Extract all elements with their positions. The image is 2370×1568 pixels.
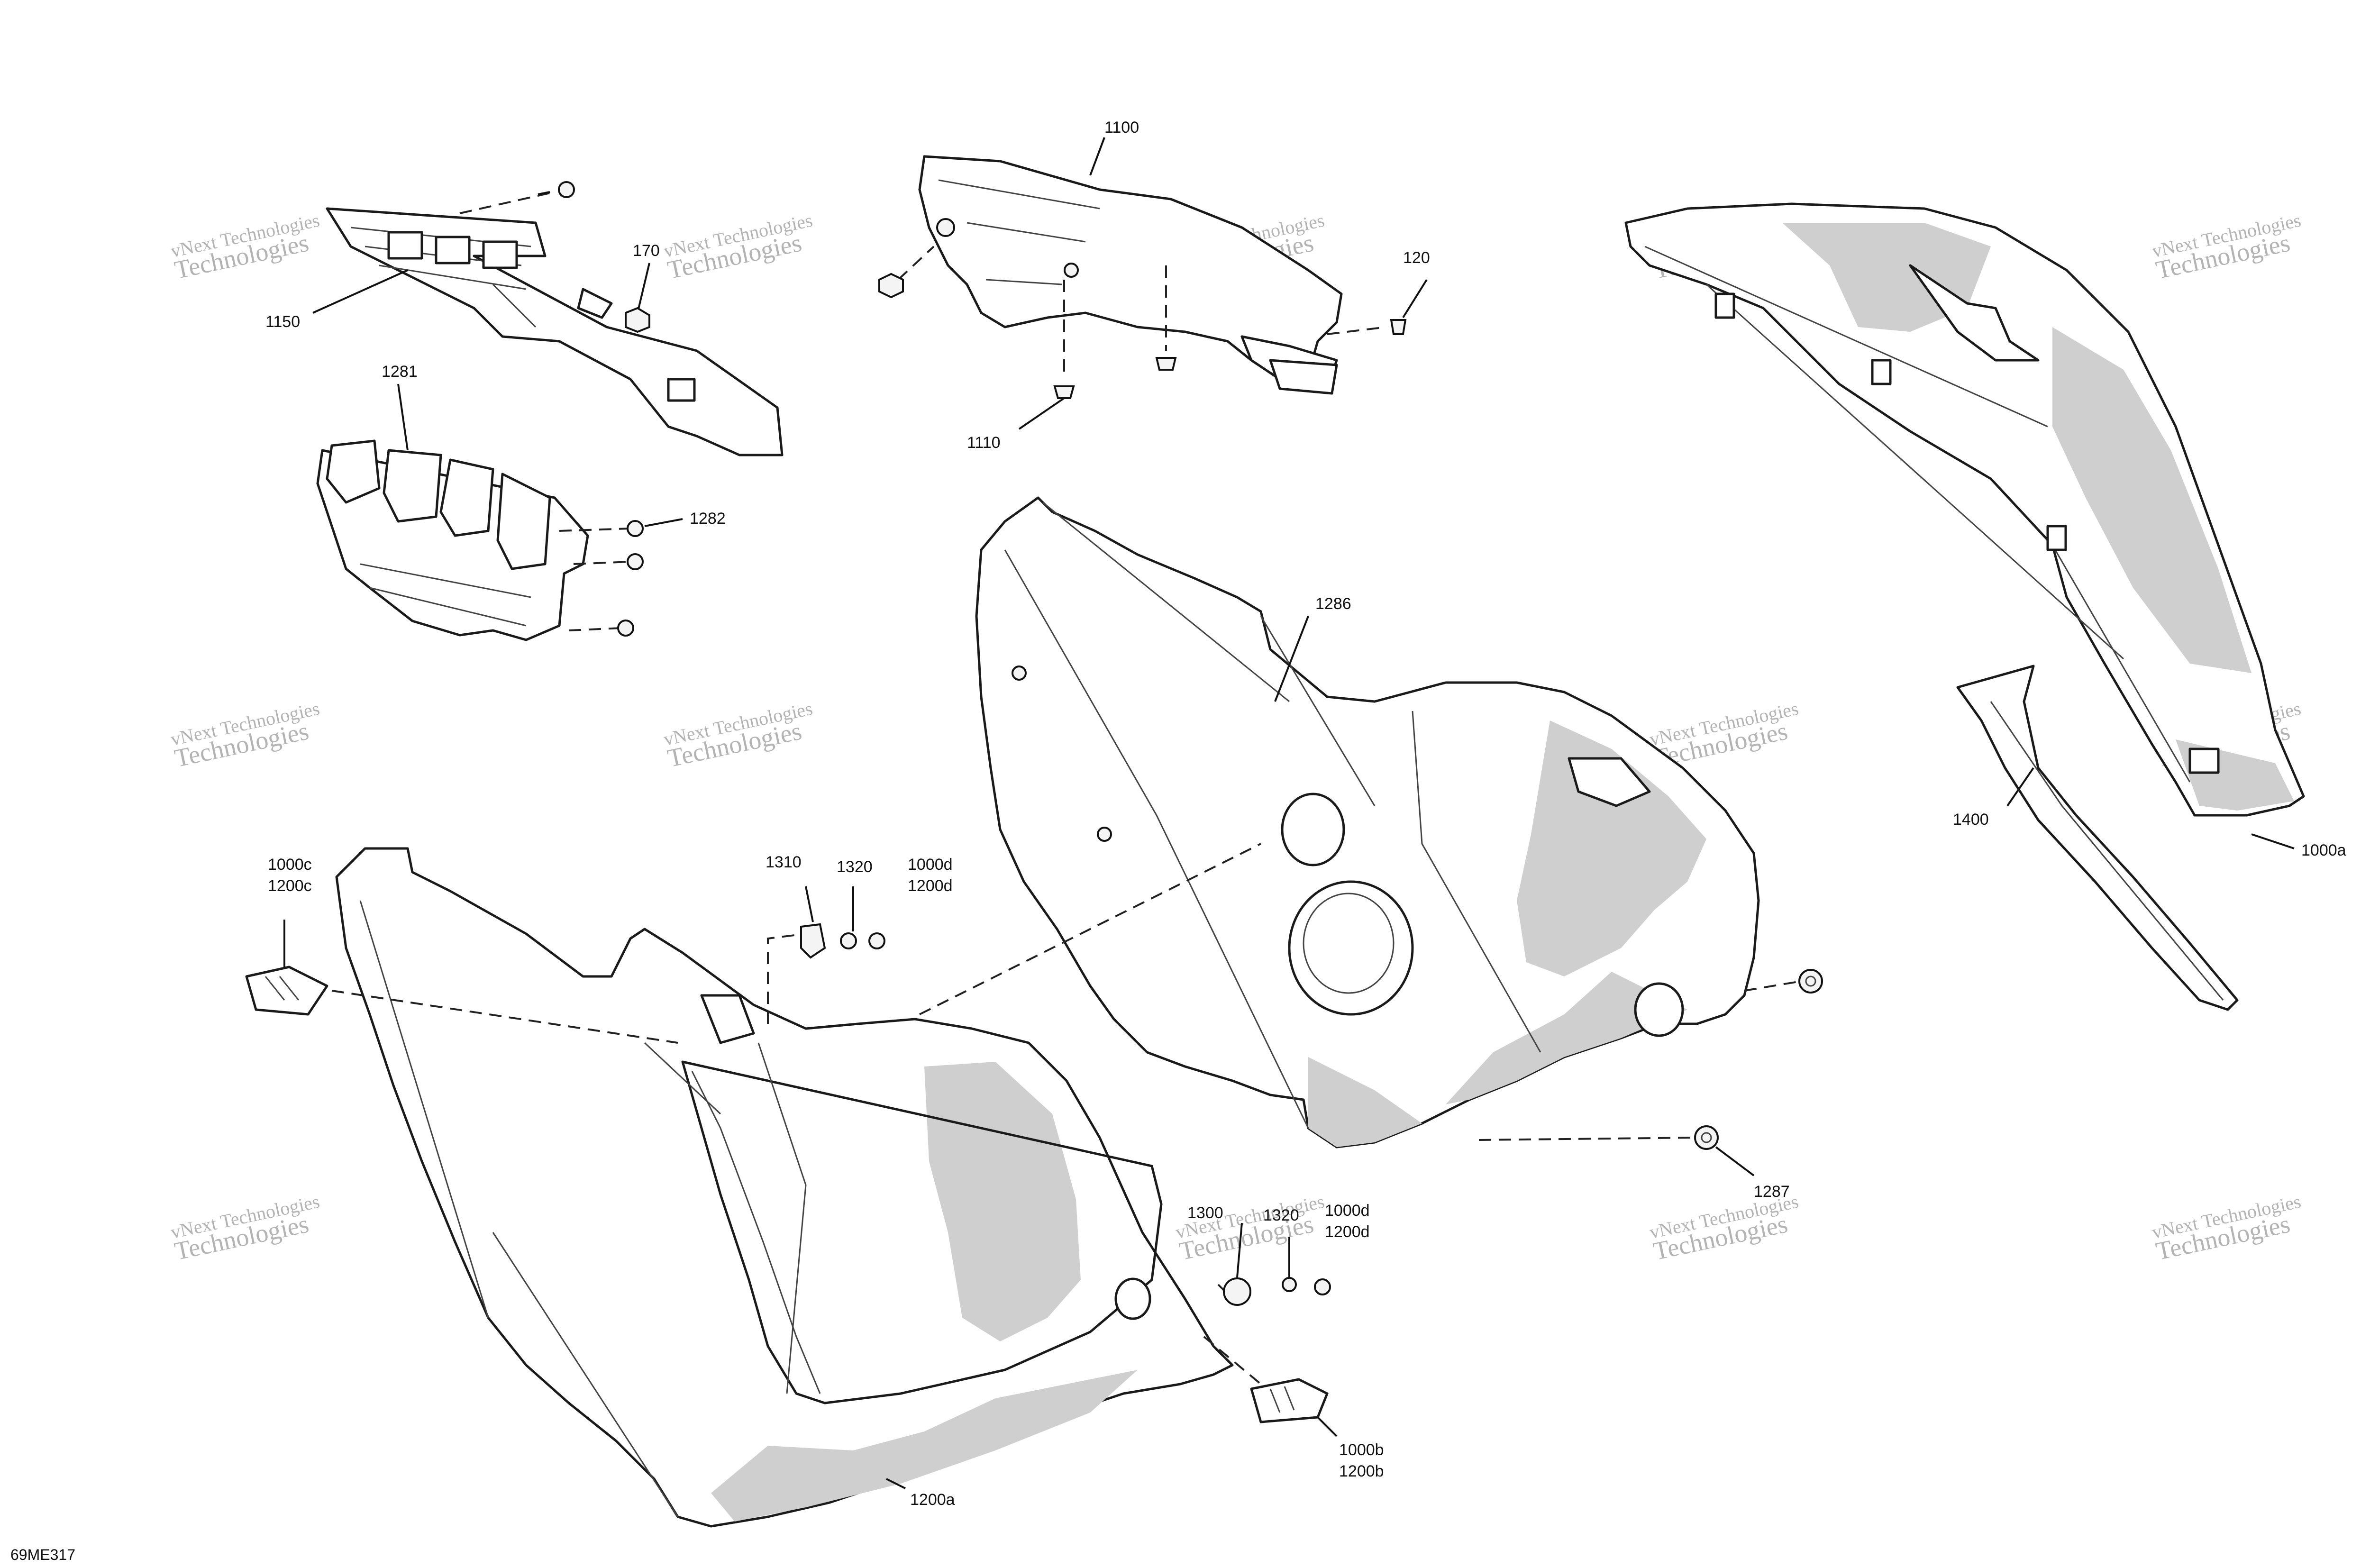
label-1000a: 1000a: [2301, 841, 2346, 859]
label-1150: 1150: [265, 313, 300, 331]
fasteners-1300-1320: [1217, 1222, 1331, 1306]
callout-labels: 1100 120 1110 170 1150 1281 1282 1286 10…: [265, 119, 2346, 1509]
label-1100: 1100: [1104, 119, 1139, 137]
label-1110: 1110: [967, 434, 1001, 452]
label-1000b: 1000b: [1339, 1441, 1384, 1459]
fasteners-1287: [1478, 969, 1823, 1176]
label-170: 170: [633, 242, 660, 260]
label-1286: 1286: [1315, 595, 1351, 613]
fastener-170: [625, 263, 650, 333]
label-1200d-top: 1200d: [908, 877, 953, 895]
screw-1150: [459, 181, 575, 214]
label-1200d-bottom: 1200d: [1325, 1223, 1370, 1241]
part-1281-grille: [316, 439, 589, 641]
label-1200a: 1200a: [910, 1491, 955, 1509]
fasteners-1282: [559, 518, 683, 637]
part-1150-bracket: [326, 207, 784, 456]
label-1320-bottom: 1320: [1263, 1206, 1299, 1224]
label-1200c: 1200c: [268, 877, 312, 895]
fasteners-1110-120: [878, 246, 1428, 430]
leader-lines: [312, 137, 2295, 1489]
part-1100-cover: [918, 155, 1343, 395]
label-1400: 1400: [1953, 811, 1989, 829]
label-1000d-bottom: 1000d: [1325, 1202, 1370, 1220]
label-1287: 1287: [1754, 1183, 1790, 1201]
label-1281: 1281: [382, 363, 418, 381]
part-1000a-side-panel: [1624, 202, 2305, 817]
assembly-line-center: [919, 843, 1261, 1015]
label-1300: 1300: [1187, 1204, 1223, 1222]
part-1000c-lamp: [245, 920, 678, 1044]
part-1400-trim: [1956, 665, 2239, 1011]
label-120: 120: [1403, 249, 1430, 267]
label-1000c: 1000c: [268, 856, 312, 874]
part-1200a-lower-panel: [335, 847, 1234, 1528]
label-1000d-top: 1000d: [908, 856, 953, 874]
label-1200b: 1200b: [1339, 1462, 1384, 1480]
part-1286-center-panel: [975, 496, 1760, 1149]
label-1282: 1282: [690, 510, 726, 528]
label-1310: 1310: [766, 853, 802, 871]
fasteners-1310-1320: [767, 886, 885, 1024]
part-1000b-lamp: [1203, 1336, 1338, 1437]
diagram-code: 69ME317: [10, 1546, 75, 1563]
label-1320-top: 1320: [837, 858, 873, 876]
